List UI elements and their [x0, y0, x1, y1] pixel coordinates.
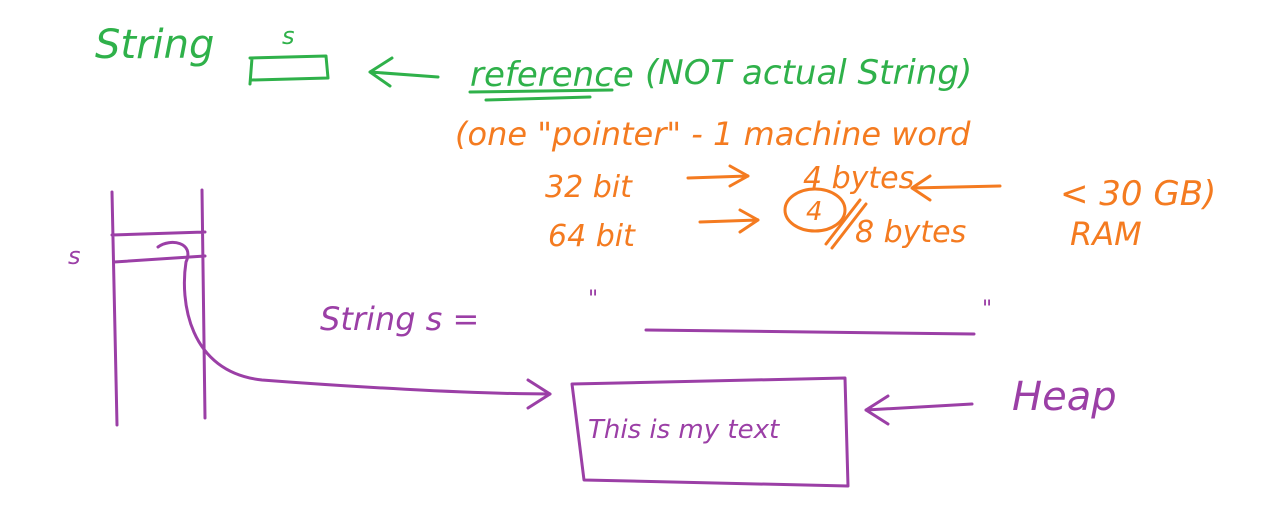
declaration-close-quote: " — [982, 297, 992, 322]
reference-arrow — [368, 56, 440, 88]
reference-underline — [468, 88, 614, 102]
declaration-blank-line — [644, 328, 976, 336]
pointer-arrow-head — [526, 378, 552, 410]
strike-through-mark — [824, 198, 868, 250]
heap-label-arrow — [864, 394, 974, 426]
reference-word: reference — [470, 55, 634, 95]
row-64-circled-value: 4 — [806, 197, 823, 227]
ram-limit-arrow — [910, 174, 1002, 202]
stack-frame — [110, 188, 207, 427]
row-64-bytes: 8 bytes — [855, 215, 966, 250]
row-32-bytes: 4 bytes — [803, 161, 914, 196]
pointer-machine-word-note: (one "pointer" - 1 machine word — [455, 115, 971, 153]
heap-object-content: This is my text — [588, 415, 780, 445]
declaration-open-quote: " — [588, 287, 598, 312]
reference-var-label: s — [282, 22, 295, 50]
row-64-bit-label: 64 bit — [548, 219, 636, 254]
circled-4-ring — [783, 187, 847, 233]
ram-limit-note: < 30 GB) — [1060, 174, 1216, 214]
ram-word: RAM — [1070, 215, 1142, 253]
reference-box — [248, 54, 330, 86]
pointer-arrow-to-heap — [156, 241, 552, 396]
type-label-string: String — [95, 22, 214, 68]
stack-var-label: s — [68, 242, 81, 270]
heap-object-box — [570, 376, 850, 488]
row-64-arrow — [698, 208, 760, 234]
not-actual-string-note: (NOT actual String) — [645, 53, 972, 93]
heap-label: Heap — [1012, 374, 1117, 420]
row-32-arrow — [686, 164, 750, 188]
declaration-text: String s = — [320, 300, 479, 338]
row-32-bit-label: 32 bit — [545, 170, 633, 205]
